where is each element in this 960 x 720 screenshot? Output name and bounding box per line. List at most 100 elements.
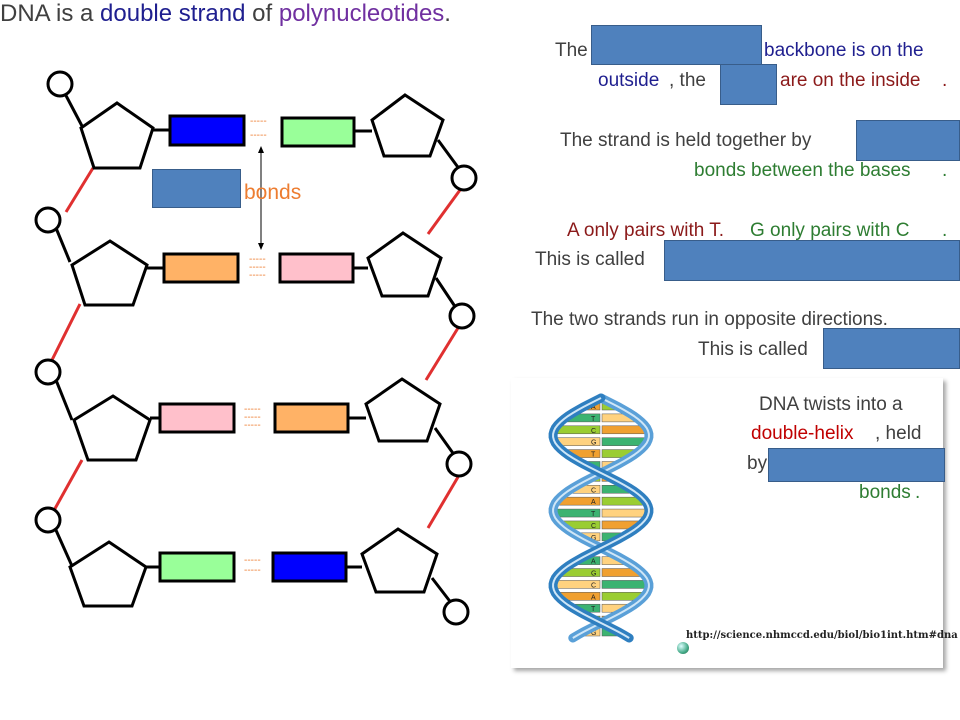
- backbone-the2: , the: [669, 70, 706, 91]
- helix-strand-highlight: [552, 397, 650, 639]
- right-backbone-link: [426, 189, 462, 235]
- helix-base-rung: [601, 580, 650, 589]
- backbone-after: backbone is on the: [764, 40, 924, 61]
- sugar-pentagon: [79, 101, 155, 170]
- bond-dashes: -----: [244, 420, 261, 431]
- sugar-pentagon: [70, 239, 149, 307]
- left-backbone-link: [50, 303, 82, 361]
- phosphate-link: [53, 527, 74, 567]
- base-pink: [278, 252, 355, 284]
- pairs-gc: G only pairs with C: [750, 220, 910, 241]
- bond-dashes: -----: [250, 116, 267, 127]
- bond-dashes: -----: [244, 404, 261, 415]
- helix-base-letter: T: [591, 606, 596, 613]
- phosphate-link: [434, 277, 458, 309]
- base-blue: [168, 114, 246, 147]
- helix-base-letter: A: [591, 594, 596, 601]
- image-source-url: http://science.nhmccd.edu/biol/bio1int.h…: [686, 630, 958, 641]
- pairs-period: .: [942, 220, 948, 241]
- blank-helix-bond[interactable]: [768, 448, 945, 482]
- title-text: DNA is a: [0, 0, 101, 27]
- blank-inside-parts[interactable]: [720, 64, 777, 105]
- sugar-pentagon: [72, 394, 152, 462]
- bond-dashes: -----: [249, 254, 266, 265]
- phosphate-link: [54, 379, 74, 421]
- title-double-strand: double strand: [100, 0, 246, 27]
- base-green: [280, 116, 356, 148]
- helix-by: by: [747, 453, 768, 474]
- bond-dashes: -----: [249, 262, 266, 273]
- phosphate-circle: [34, 358, 62, 386]
- helix-base-rung: [601, 508, 649, 518]
- held-line1: The strand is held together by: [560, 130, 812, 151]
- bond-dashes: -----: [244, 555, 261, 566]
- phosphate-circle: [445, 450, 473, 478]
- helix-base-letter: A: [591, 404, 596, 411]
- backbone-period: .: [942, 70, 948, 91]
- blank-pairing-name[interactable]: [664, 240, 960, 281]
- helix-held: , held: [875, 423, 922, 444]
- helix-double-helix: double-helix: [751, 423, 854, 444]
- phosphate-circle: [34, 506, 62, 534]
- right-backbone-link: [426, 476, 460, 529]
- pairs-called: This is called: [535, 249, 645, 270]
- helix-base-letter: C: [591, 523, 596, 530]
- helix-base-letter: G: [591, 440, 596, 447]
- helix-base-letter: A: [591, 499, 596, 506]
- bond-dashes: -----: [249, 270, 266, 281]
- right-backbone-link: [424, 327, 460, 381]
- backbone-outside: outside: [598, 70, 660, 91]
- base-pink: [158, 402, 236, 434]
- phosphate-circle: [442, 598, 470, 626]
- helix-base-letter: T: [591, 416, 596, 423]
- base-orange: [273, 402, 350, 434]
- left-backbone-link: [64, 167, 95, 213]
- pairs-at: A only pairs with T.: [567, 220, 725, 241]
- phosphate-circle: [46, 70, 74, 98]
- page-title: DNA is a double strand of polynucleotide…: [0, 0, 960, 28]
- phosphate-circle: [450, 164, 478, 192]
- helix-base-letter: A: [591, 559, 596, 566]
- antiparallel-called: This is called: [698, 339, 808, 360]
- helix-period: .: [915, 482, 921, 503]
- globe-icon: [677, 642, 689, 654]
- helix-base-letter: G: [591, 630, 596, 637]
- title-period: .: [444, 0, 451, 27]
- phosphate-link: [54, 227, 72, 263]
- helix-base-letter: T: [591, 511, 596, 518]
- phosphate-link: [436, 139, 462, 171]
- sugar-pentagon: [68, 540, 148, 608]
- dna-ladder-diagram: ----- ----- ----- ----- ----- ----- ----…: [34, 70, 478, 626]
- blank-antiparallel-name[interactable]: [823, 328, 960, 369]
- title-text: of: [245, 0, 279, 27]
- base-blue: [271, 551, 348, 583]
- bond-dashes: -----: [244, 412, 261, 423]
- held-line2: bonds between the bases: [694, 160, 911, 181]
- bond-dashes: -----: [244, 565, 261, 576]
- left-backbone-link: [50, 459, 84, 515]
- blank-bond-type-diagram[interactable]: [152, 169, 241, 208]
- blank-held-bond[interactable]: [856, 120, 960, 161]
- sugar-pentagon: [370, 93, 445, 158]
- helix-base-letter: T: [591, 452, 596, 459]
- blank-backbone-type[interactable]: [591, 25, 762, 65]
- helix-base-letter: C: [591, 487, 596, 494]
- phosphate-circle: [448, 302, 476, 330]
- base-orange: [162, 252, 240, 284]
- bonds-label: bonds: [244, 181, 302, 204]
- sugar-pentagon: [364, 377, 442, 443]
- bond-dashes: -----: [250, 130, 267, 141]
- phosphate-circle: [34, 206, 62, 234]
- backbone-inside: are on the inside: [780, 70, 921, 91]
- sugar-pentagon: [366, 231, 443, 298]
- backbone-the: The: [555, 40, 588, 61]
- title-polynucleotides: polynucleotides: [278, 0, 445, 27]
- antiparallel-line1: The two strands run in opposite directio…: [531, 309, 888, 330]
- phosphate-link: [430, 577, 454, 605]
- helix-line1: DNA twists into a: [759, 394, 903, 415]
- helix-base-letter: C: [591, 582, 596, 589]
- arrow-head-up: [258, 146, 264, 153]
- helix-bonds: bonds: [859, 482, 911, 503]
